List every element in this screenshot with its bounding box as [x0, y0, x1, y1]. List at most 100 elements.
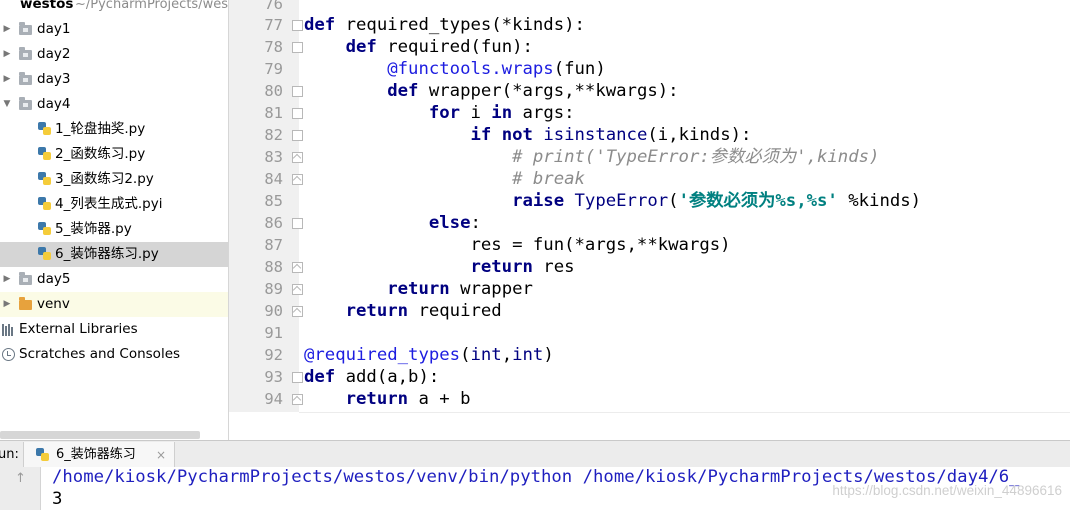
tree-item-label: 5_装饰器.py	[55, 221, 132, 237]
fold-marker-icon[interactable]	[292, 86, 303, 97]
fold-marker-icon[interactable]	[292, 394, 303, 405]
code-line[interactable]: # break	[512, 169, 585, 189]
fold-marker-icon[interactable]	[292, 306, 303, 317]
python-file-icon	[38, 122, 52, 136]
line-number: 77	[264, 16, 283, 34]
tree-item-label: 3_函数练习2.py	[55, 171, 154, 187]
fold-marker-icon[interactable]	[292, 152, 303, 163]
code-line[interactable]: return required	[345, 301, 502, 321]
code-line[interactable]: else:	[428, 213, 481, 233]
python-file-icon	[38, 147, 52, 161]
console-output-line: 3	[52, 489, 63, 509]
line-number: 93	[264, 368, 283, 386]
run-tab-label: 6_装饰器练习	[56, 447, 136, 462]
code-line[interactable]: def add(a,b):	[304, 367, 440, 387]
fold-marker-icon[interactable]	[292, 372, 303, 383]
code-line[interactable]: @functools.wraps(fun)	[387, 59, 606, 79]
code-line[interactable]: def required_types(*kinds):	[304, 15, 585, 35]
folder-icon	[19, 272, 32, 285]
line-number: 83	[264, 148, 283, 166]
tree-file-item[interactable]: 6_装饰器练习.py	[0, 242, 228, 267]
fold-marker-icon[interactable]	[292, 20, 303, 31]
project-root-name: westos	[20, 0, 74, 12]
tree-item-label: venv	[37, 296, 70, 312]
tree-file-item[interactable]: 3_函数练习2.py	[0, 167, 228, 192]
code-line[interactable]: for i in args:	[428, 103, 575, 123]
chevron-right-icon[interactable]: ▶	[3, 274, 11, 284]
tree-folder-item[interactable]: ▶ day2	[0, 42, 228, 67]
folder-icon	[19, 22, 32, 35]
line-number: 76	[264, 0, 283, 13]
chevron-right-icon[interactable]: ▶	[3, 74, 11, 84]
fold-marker-icon[interactable]	[292, 174, 303, 185]
tree-item-label: 2_函数练习.py	[55, 146, 146, 162]
tree-file-item[interactable]: 1_轮盘抽奖.py	[0, 117, 228, 142]
tree-folder-item[interactable]: ▼day4	[0, 92, 228, 117]
run-tool-window-label[interactable]: un:	[0, 447, 19, 462]
python-file-icon	[38, 172, 52, 186]
tree-folder-item[interactable]: External Libraries	[0, 317, 228, 342]
tree-folder-item[interactable]: Scratches and Consoles	[0, 342, 228, 367]
tree-item-label: day1	[37, 21, 71, 37]
line-number: 88	[264, 258, 283, 276]
tree-item-label: day3	[37, 71, 71, 87]
project-tree-panel: westos~/PycharmProjects/wes▶day1▶day2▶da…	[0, 0, 229, 440]
run-console[interactable]: ↑ /home/kiosk/PycharmProjects/westos/ven…	[0, 467, 1070, 510]
line-number: 85	[264, 192, 283, 210]
line-number: 79	[264, 60, 283, 78]
scratches-icon	[2, 348, 15, 361]
line-number: 82	[264, 126, 283, 144]
run-tab[interactable]: 6_装饰器练习 ×	[23, 442, 175, 468]
code-line[interactable]: # print('TypeError:参数必须为',kinds)	[512, 147, 880, 167]
fold-marker-icon[interactable]	[292, 262, 303, 273]
line-number: 94	[264, 390, 283, 408]
code-line[interactable]: @required_types(int,int)	[304, 345, 554, 365]
fold-marker-icon[interactable]	[292, 284, 303, 295]
tree-folder-item[interactable]: ▶day5	[0, 267, 228, 292]
tree-folder-item[interactable]: ▶ venv	[0, 292, 228, 317]
editor-horizontal-scrollbar[interactable]	[299, 412, 1070, 440]
tree-item-label: Scratches and Consoles	[19, 346, 181, 362]
chevron-right-icon[interactable]: ▶	[3, 49, 11, 59]
arrow-up-icon[interactable]: ↑	[15, 471, 26, 486]
code-line[interactable]: raise TypeError('参数必须为%s,%s' %kinds)	[512, 191, 922, 211]
line-number: 89	[264, 280, 283, 298]
fold-marker-icon[interactable]	[292, 108, 303, 119]
tree-horizontal-scrollbar[interactable]	[0, 431, 200, 439]
close-icon[interactable]: ×	[156, 448, 167, 462]
tree-file-item[interactable]: 5_装饰器.py	[0, 217, 228, 242]
code-line[interactable]: return wrapper	[387, 279, 533, 299]
code-line[interactable]: return a + b	[345, 389, 471, 409]
code-line[interactable]: return res	[470, 257, 575, 277]
chevron-right-icon[interactable]: ▶	[3, 24, 11, 34]
line-number: 81	[264, 104, 283, 122]
tree-item-label: day2	[37, 46, 71, 62]
python-file-icon	[36, 448, 50, 462]
chevron-down-icon[interactable]: ▼	[3, 99, 11, 109]
folder-icon	[19, 97, 32, 110]
code-line[interactable]: def required(fun):	[345, 37, 533, 57]
project-root[interactable]: westos~/PycharmProjects/wes	[0, 0, 228, 17]
tree-folder-item[interactable]: ▶ day1	[0, 17, 228, 42]
line-number: 86	[264, 214, 283, 232]
fold-marker-icon[interactable]	[292, 218, 303, 229]
library-icon	[2, 324, 16, 336]
tree-file-item[interactable]: 2_函数练习.py	[0, 142, 228, 167]
tree-file-item[interactable]: 4_列表生成式.pyi	[0, 192, 228, 217]
fold-marker-icon[interactable]	[292, 130, 303, 141]
tree-item-label: 1_轮盘抽奖.py	[55, 121, 146, 137]
run-toolbar: ↑	[0, 467, 41, 510]
line-number: 80	[264, 82, 283, 100]
code-line[interactable]: res = fun(*args,**kwargs)	[304, 235, 731, 255]
code-line[interactable]: def wrapper(*args,**kwargs):	[387, 81, 679, 101]
line-number: 78	[264, 38, 283, 56]
code-line[interactable]: if not isinstance(i,kinds):	[470, 125, 752, 145]
chevron-right-icon[interactable]: ▶	[3, 299, 11, 309]
run-panel-header: un: 6_装饰器练习 ×	[0, 440, 1070, 468]
console-output-line: /home/kiosk/PycharmProjects/westos/venv/…	[52, 467, 1020, 487]
tree-folder-item[interactable]: ▶ day3	[0, 67, 228, 92]
tree-item-label: 4_列表生成式.pyi	[55, 196, 163, 212]
fold-marker-icon[interactable]	[292, 42, 303, 53]
